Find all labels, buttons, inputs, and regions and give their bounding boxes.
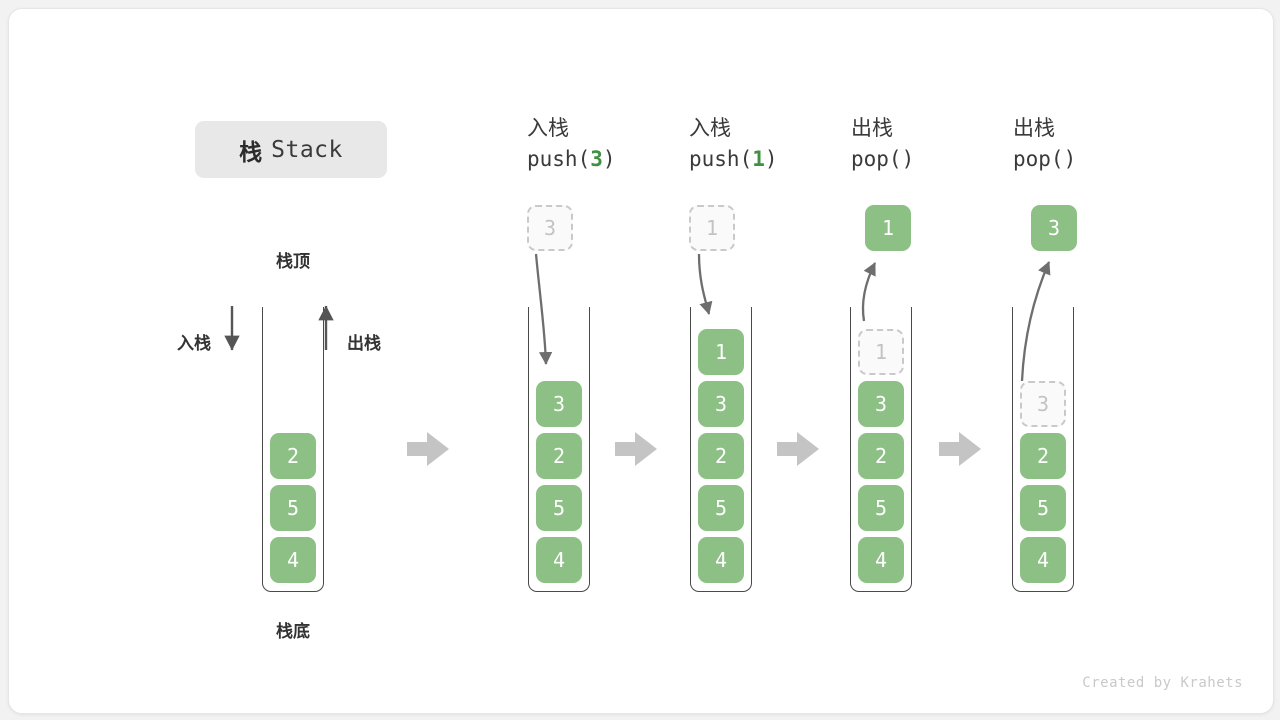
stack-cell: 4	[858, 537, 904, 583]
stack-cell: 2	[536, 433, 582, 479]
stack-container-push-1: 1 3 2 5 4	[690, 307, 752, 592]
stack-wall-right	[1073, 307, 1074, 577]
stack-wall-left	[850, 307, 851, 577]
stack-cell: 3	[698, 381, 744, 427]
stack-wall-right	[911, 307, 912, 577]
incoming-value-box-push-3: 3	[527, 205, 573, 251]
stack-wall-left	[1012, 307, 1013, 577]
stack-cell: 5	[270, 485, 316, 531]
stack-cell: 5	[1020, 485, 1066, 531]
stack-cell: 3	[536, 381, 582, 427]
code-argument: 3	[590, 147, 603, 171]
stack-cell: 1	[698, 329, 744, 375]
label-pop-side: 出栈	[347, 334, 381, 353]
stack-cell: 2	[1020, 433, 1066, 479]
stack-cell: 4	[1020, 537, 1066, 583]
stack-base	[850, 566, 912, 592]
column-header-pop-3: 出栈 pop()	[1013, 115, 1076, 175]
popped-value-box-pop-3: 3	[1031, 205, 1077, 251]
title-en: Stack	[271, 136, 343, 163]
label-push-side: 入栈	[177, 334, 211, 353]
column-header-push-3: 入栈 push(3)	[527, 115, 616, 175]
stack-cell: 3	[858, 381, 904, 427]
column-header-code: push(1)	[689, 143, 778, 175]
code-suffix: )	[901, 147, 915, 171]
stage-arrow-1	[407, 432, 449, 466]
stack-wall-right	[323, 307, 324, 577]
title-cn: 栈	[239, 138, 263, 165]
column-header-code: push(3)	[527, 143, 616, 175]
code-prefix: pop(	[851, 147, 902, 171]
stack-base	[1012, 566, 1074, 592]
arrow-overlay	[224, 253, 1051, 466]
stack-cell: 5	[536, 485, 582, 531]
code-suffix: )	[764, 147, 778, 171]
column-header-cn: 出栈	[1013, 117, 1055, 140]
column-header-pop-1: 出栈 pop()	[851, 115, 914, 175]
stack-wall-right	[751, 307, 752, 577]
column-header-cn: 出栈	[851, 117, 893, 140]
incoming-value-box-push-1: 1	[689, 205, 735, 251]
column-header-push-1: 入栈 push(1)	[689, 115, 778, 175]
stack-base	[528, 566, 590, 592]
stack-cell: 2	[270, 433, 316, 479]
stage-arrow-4	[939, 432, 981, 466]
label-stack-bottom: 栈底	[276, 622, 310, 641]
stage-arrow-3	[777, 432, 819, 466]
stack-container-initial: 2 5 4	[262, 307, 324, 592]
push-1-curve-arrow	[697, 253, 713, 315]
stage-arrow-2	[615, 432, 657, 466]
stack-cell: 5	[858, 485, 904, 531]
column-header-code: pop()	[1013, 143, 1076, 175]
code-prefix: push(	[689, 147, 753, 171]
credit-text: Created by Krahets	[1082, 675, 1243, 691]
stack-cell: 2	[698, 433, 744, 479]
stack-cell-ghost: 3	[1020, 381, 1066, 427]
code-suffix: )	[1063, 147, 1077, 171]
label-stack-top: 栈顶	[276, 252, 310, 271]
stack-wall-left	[262, 307, 263, 577]
stack-container-pop-3: 3 2 5 4	[1012, 307, 1074, 592]
stack-base	[690, 566, 752, 592]
stack-cell-ghost: 1	[858, 329, 904, 375]
column-header-cn: 入栈	[527, 117, 569, 140]
diagram-card: 栈 Stack 栈顶 栈底 入栈 出栈 入栈 push(3) 入栈 push(1…	[8, 8, 1274, 714]
code-prefix: push(	[527, 147, 591, 171]
code-suffix: )	[602, 147, 616, 171]
stack-cell: 4	[698, 537, 744, 583]
stack-wall-left	[690, 307, 691, 577]
popped-value-box-pop-1: 1	[865, 205, 911, 251]
stack-cell: 4	[536, 537, 582, 583]
stack-cell: 5	[698, 485, 744, 531]
code-argument: 1	[752, 147, 765, 171]
stack-container-push-3: 3 2 5 4	[528, 307, 590, 592]
stack-cell: 4	[270, 537, 316, 583]
stack-wall-left	[528, 307, 529, 577]
stack-wall-right	[589, 307, 590, 577]
stack-cell: 2	[858, 433, 904, 479]
column-header-cn: 入栈	[689, 117, 731, 140]
code-prefix: pop(	[1013, 147, 1064, 171]
stack-container-pop-1: 1 3 2 5 4	[850, 307, 912, 592]
title-badge: 栈 Stack	[195, 121, 387, 178]
stack-base	[262, 566, 324, 592]
column-header-code: pop()	[851, 143, 914, 175]
